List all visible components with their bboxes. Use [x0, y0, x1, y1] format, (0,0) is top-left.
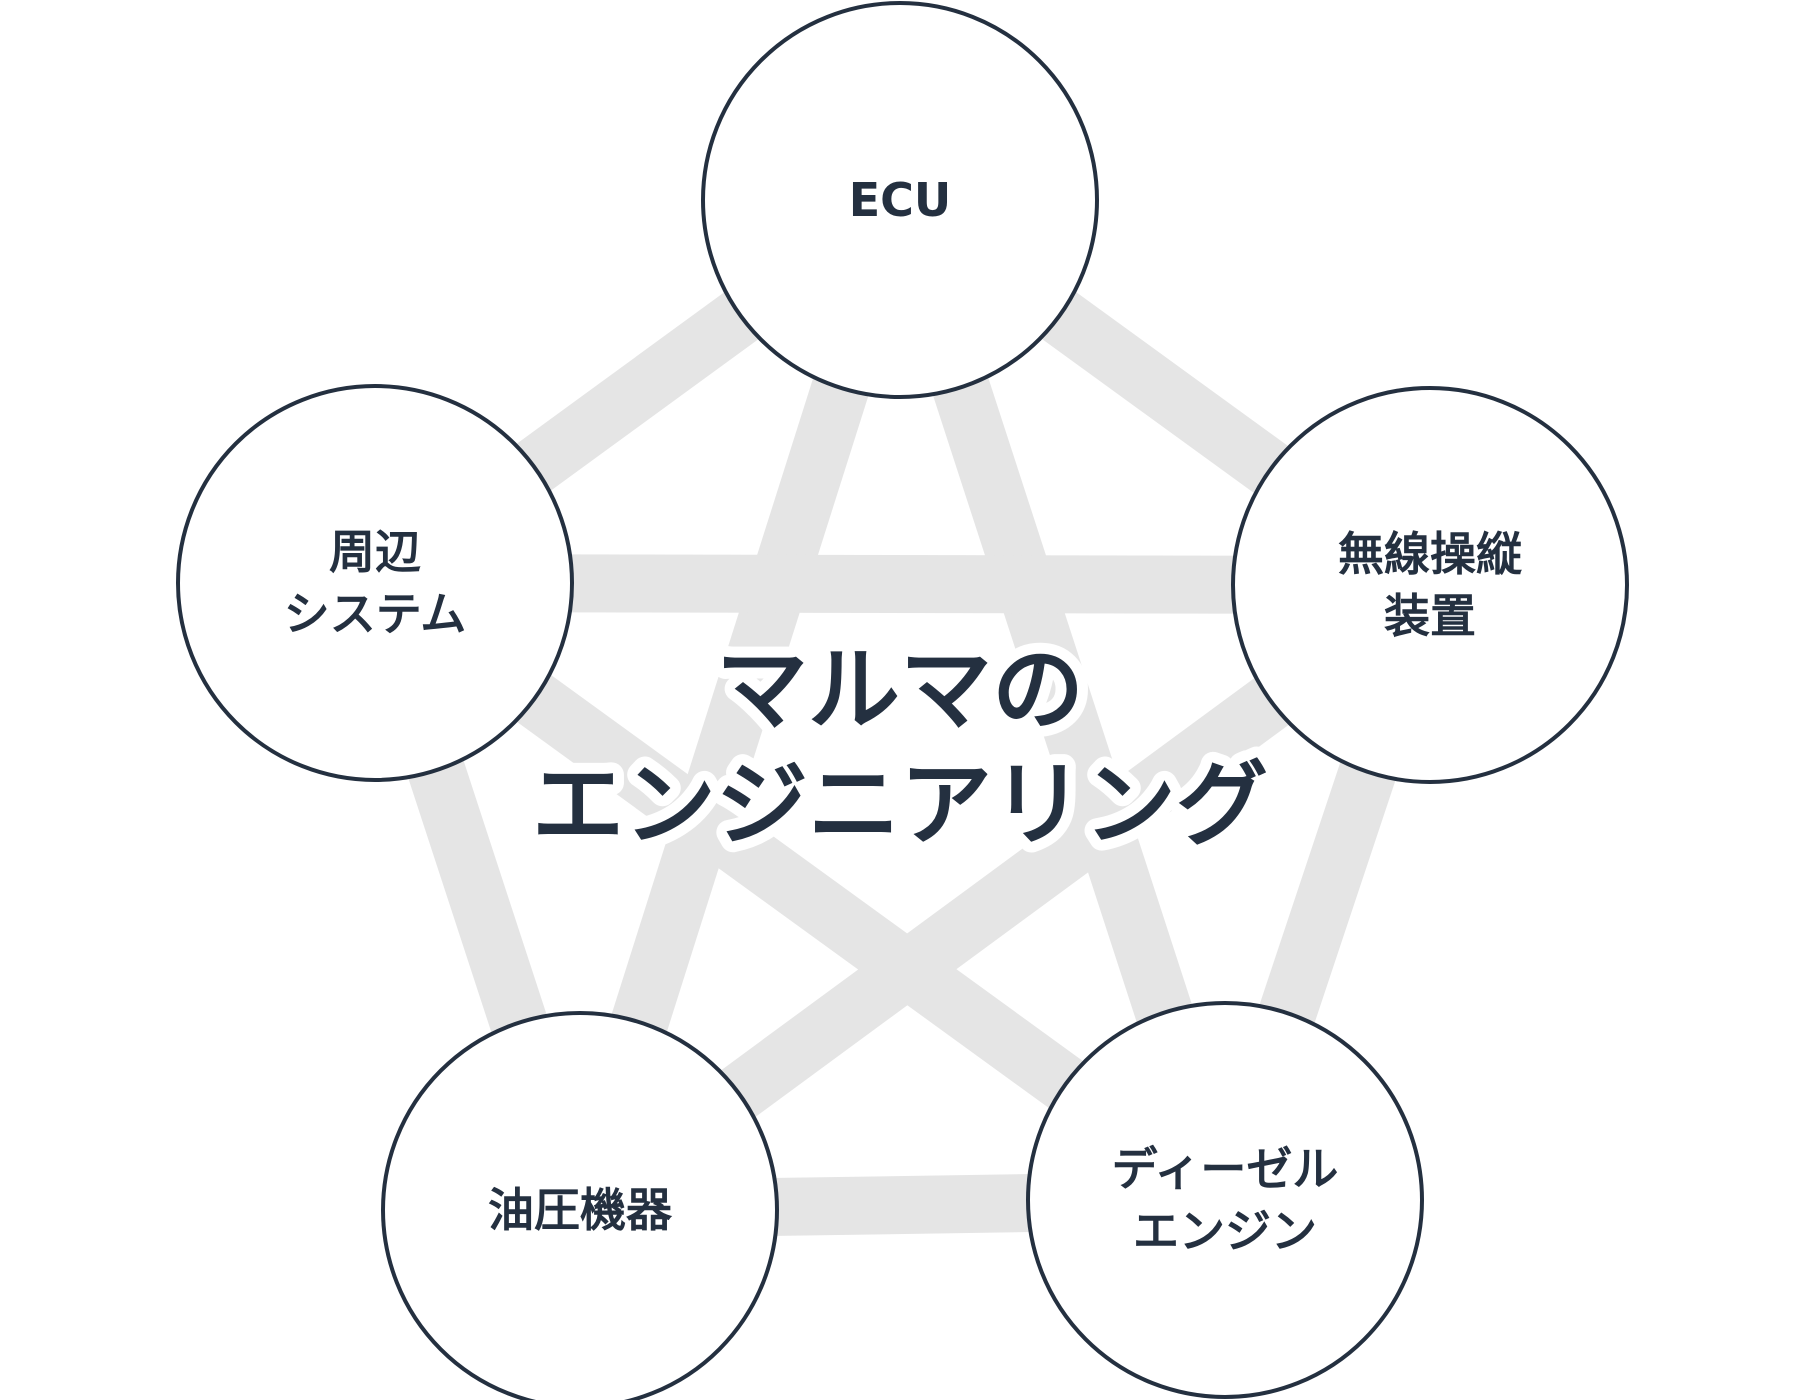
- node-circle-diesel: [1026, 1001, 1424, 1399]
- center-title: マルマの エンジニアリング: [521, 626, 1279, 870]
- node-label-ecu-1: ECU: [849, 173, 952, 227]
- node-label-diesel-2: エンジン: [1133, 1204, 1317, 1258]
- node-label-peripheral-2: システム: [284, 587, 467, 641]
- node-label-wireless-1: 無線操縦: [1338, 527, 1522, 581]
- node-label-wireless-2: 装置: [1384, 589, 1476, 643]
- node-circle-hydraulic: [381, 1011, 779, 1400]
- center-title-line-1: マルマの: [716, 637, 1084, 744]
- node-circle-wireless: [1231, 386, 1629, 784]
- node-hydraulic: 油圧機器: [381, 1011, 779, 1400]
- node-circle-ecu: [701, 1, 1099, 399]
- node-label-peripheral-1: 周辺: [329, 525, 421, 579]
- node-label-diesel-1: ディーゼル: [1112, 1142, 1339, 1196]
- center-title-line-2: エンジニアリング: [532, 752, 1268, 859]
- node-label-hydraulic-1: 油圧機器: [488, 1183, 673, 1237]
- node-ecu: ECU: [701, 1, 1099, 399]
- node-circle-peripheral: [176, 384, 574, 782]
